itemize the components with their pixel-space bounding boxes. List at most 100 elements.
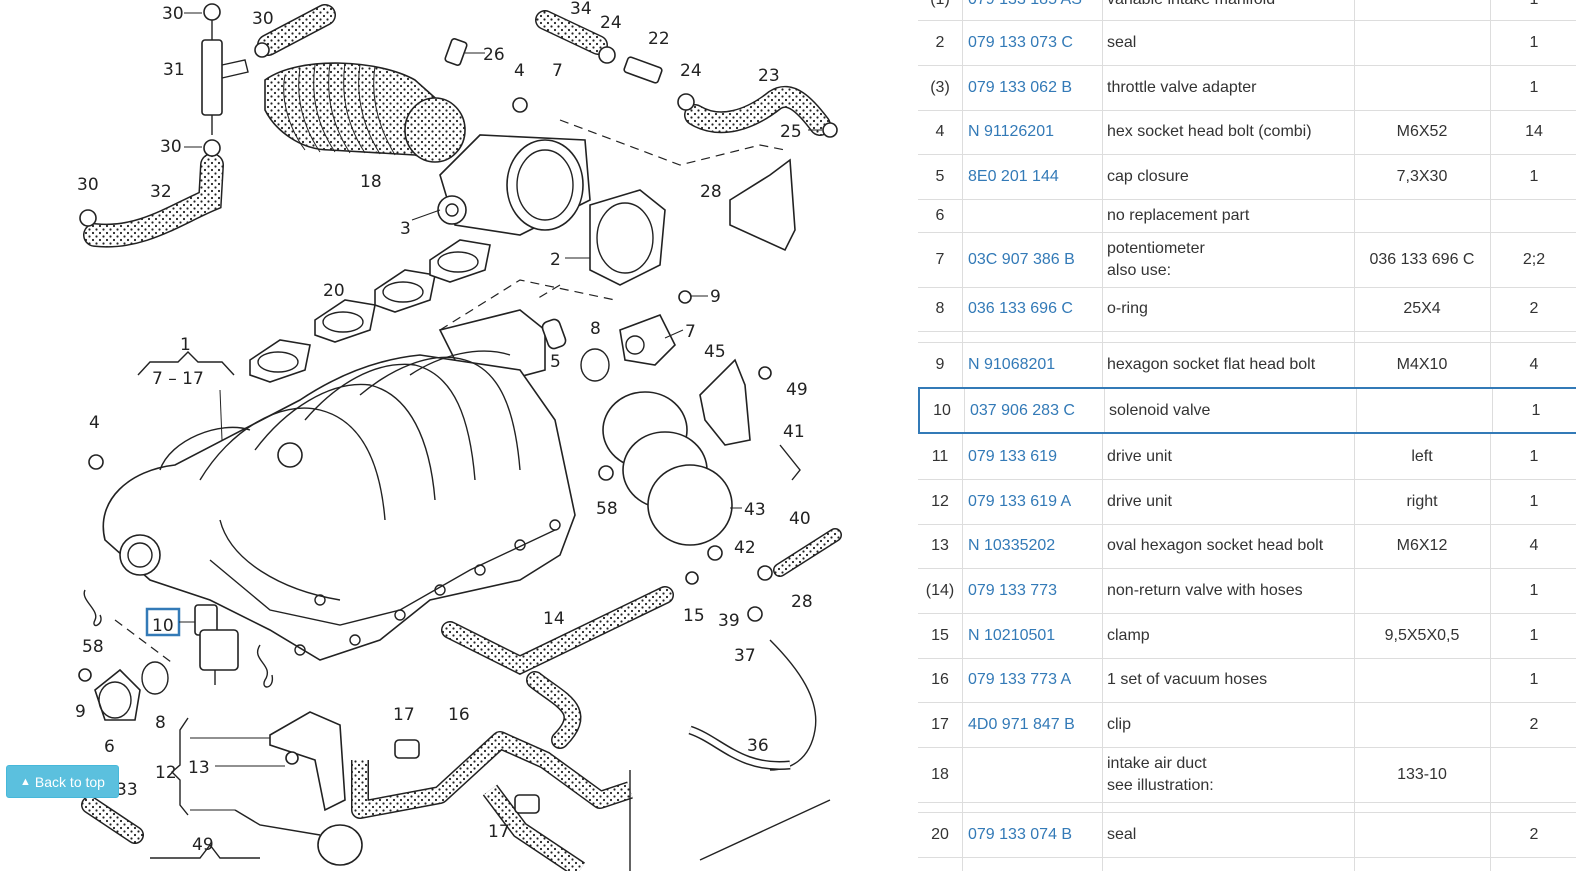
quantity-cell: 1	[1529, 671, 1539, 688]
position-cell	[918, 331, 962, 342]
table-spacer-row	[918, 857, 1576, 871]
part-number-link[interactable]: 079 133 619 A	[968, 492, 1072, 510]
part-number-link[interactable]: 079 133 073 C	[968, 33, 1073, 51]
column-divider	[1102, 434, 1103, 479]
description-cell: non-return valve with hoses	[1107, 581, 1303, 599]
position-cell: (1)	[918, 0, 962, 20]
column-divider	[962, 434, 963, 479]
description-cell: hex socket head bolt (combi)	[1107, 123, 1312, 140]
column-divider	[1354, 232, 1355, 287]
svg-text:30: 30	[160, 137, 182, 157]
remark-cell: left	[1411, 447, 1433, 465]
column-divider	[1102, 747, 1103, 802]
column-divider	[1102, 232, 1103, 287]
column-divider	[1102, 342, 1103, 387]
part-number-link[interactable]: 037 906 283 C	[970, 401, 1075, 419]
column-divider	[962, 613, 963, 658]
quantity-cell: 2	[1529, 825, 1539, 843]
svg-text:30: 30	[77, 175, 99, 195]
svg-text:24: 24	[600, 13, 622, 33]
part-number-link[interactable]: N 10335202	[968, 537, 1056, 554]
svg-text:17: 17	[393, 705, 415, 725]
column-divider	[1490, 0, 1491, 20]
quantity-cell: 1	[1529, 492, 1539, 510]
description-cell	[1102, 857, 1354, 871]
part-number-link[interactable]: 079 133 074 B	[968, 825, 1073, 843]
part-number-link[interactable]: 079 133 185 AS	[962, 0, 1102, 20]
remark-cell	[1354, 20, 1490, 65]
svg-text:42: 42	[734, 538, 756, 558]
part-number-link[interactable]: N 10210501	[968, 626, 1056, 644]
remark-cell	[1356, 389, 1492, 432]
svg-text:10: 10	[152, 616, 174, 636]
part-number-link[interactable]: N 91068201	[968, 355, 1056, 373]
position-cell: 20	[931, 825, 949, 843]
part-number-link[interactable]: 03C 907 386 B	[968, 250, 1075, 268]
svg-text:45: 45	[704, 342, 726, 362]
column-divider	[1490, 199, 1491, 232]
position-cell: 4	[935, 123, 945, 140]
svg-text:4: 4	[89, 413, 100, 433]
column-divider	[962, 342, 963, 387]
back-to-top-button[interactable]: ▲ Back to top	[6, 765, 119, 798]
position-cell: 17	[931, 715, 949, 733]
part-number-link[interactable]: 079 133 062 B	[968, 78, 1073, 96]
column-divider	[964, 389, 965, 432]
svg-text:32: 32	[150, 182, 172, 202]
description-cell: o-ring	[1107, 300, 1148, 317]
table-row[interactable]: (1)079 133 185 ASvariable intake manifol…	[918, 0, 1576, 21]
column-divider	[1354, 154, 1355, 199]
column-divider	[1490, 613, 1491, 658]
part-number-link	[962, 199, 1102, 232]
description-cell: solenoid valve	[1109, 401, 1211, 419]
part-number-link[interactable]: 079 133 619	[968, 447, 1057, 465]
part-number-link	[962, 331, 1102, 342]
column-divider	[1490, 802, 1491, 812]
description-cell: cap closure	[1107, 167, 1189, 185]
svg-text:41: 41	[783, 422, 805, 442]
table-spacer-row	[918, 802, 1576, 813]
description-cell: variable intake manifold	[1102, 0, 1354, 20]
part-number-link[interactable]: 8E0 201 144	[968, 167, 1059, 185]
column-divider	[1354, 110, 1355, 154]
column-divider	[1490, 154, 1491, 199]
column-divider	[1490, 857, 1491, 871]
column-divider	[1102, 20, 1103, 65]
quantity-cell: 1	[1529, 581, 1539, 599]
column-divider	[1104, 389, 1105, 432]
svg-text:17: 17	[488, 822, 510, 842]
column-divider	[962, 658, 963, 702]
parts-table: (1)079 133 185 ASvariable intake manifol…	[918, 0, 1576, 871]
remark-cell	[1354, 812, 1490, 857]
svg-text:34: 34	[570, 0, 592, 19]
column-divider	[1490, 287, 1491, 331]
quantity-cell: 1	[1531, 401, 1541, 419]
part-number-link[interactable]: N 91126201	[968, 123, 1054, 140]
position-cell	[918, 802, 962, 812]
part-number-link[interactable]: 079 133 773 A	[968, 671, 1072, 688]
part-number-link[interactable]: 079 133 773	[968, 581, 1057, 599]
part-number-link[interactable]: 036 133 696 C	[968, 300, 1073, 317]
column-divider	[1490, 568, 1491, 613]
position-cell: 5	[935, 167, 945, 185]
part-number-link[interactable]: 4D0 971 847 B	[968, 715, 1075, 733]
